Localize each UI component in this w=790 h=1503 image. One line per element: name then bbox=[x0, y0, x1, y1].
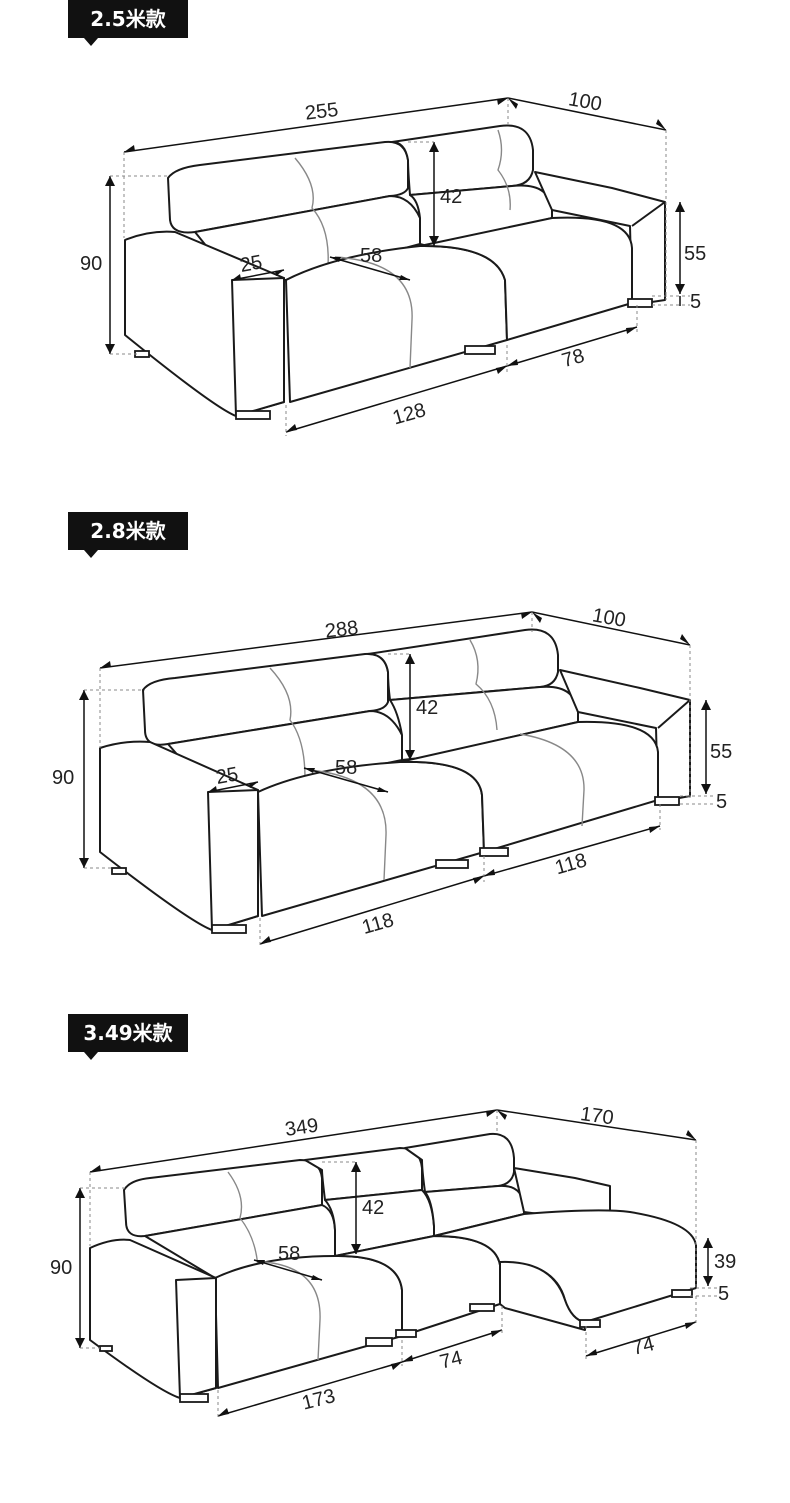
section-title-tag: 2.5米款 bbox=[68, 0, 188, 38]
foot-front-mid-3 bbox=[469, 1303, 495, 1312]
dim-arm: 25 bbox=[214, 763, 240, 789]
section-title-tag: 2.8米款 bbox=[68, 512, 188, 550]
dim-height: 90 bbox=[52, 767, 74, 789]
foot-front-mid-2 bbox=[395, 1329, 417, 1338]
foot-back-left bbox=[99, 1345, 113, 1352]
foot-back-left bbox=[111, 867, 127, 875]
foot-front-left bbox=[179, 1393, 209, 1403]
dim-height: 90 bbox=[50, 1257, 72, 1279]
dim-height: 90 bbox=[80, 253, 102, 275]
dim-cushion-left: 173 bbox=[300, 1385, 338, 1414]
foot-front-mid bbox=[464, 345, 496, 355]
dim-cushion-left: 128 bbox=[390, 399, 428, 429]
dim-depth: 170 bbox=[579, 1103, 615, 1129]
foot-front-mid-2 bbox=[479, 847, 509, 857]
foot-chaise-back bbox=[671, 1289, 693, 1298]
tag-pointer-icon bbox=[84, 550, 98, 558]
back-cushion-left bbox=[167, 140, 409, 234]
dim-cushion-right: 78 bbox=[559, 345, 586, 372]
dim-chaise-width: 74 bbox=[630, 1333, 657, 1360]
tag-pointer-icon bbox=[84, 38, 98, 46]
dim-leg: 5 bbox=[718, 1283, 729, 1305]
dim-back: 42 bbox=[416, 697, 438, 719]
dim-leg: 5 bbox=[690, 291, 701, 313]
tag-pointer-icon bbox=[84, 1052, 98, 1060]
dim-cushion-left: 118 bbox=[360, 909, 397, 939]
foot-front-mid bbox=[365, 1337, 393, 1347]
foot-front-right bbox=[654, 796, 680, 806]
dim-seat-depth: 58 bbox=[360, 245, 382, 267]
dim-length: 255 bbox=[304, 99, 340, 125]
dim-seat-depth: 58 bbox=[278, 1243, 300, 1265]
back-cushion-right bbox=[391, 124, 534, 196]
dim-back: 42 bbox=[440, 186, 462, 208]
seat-cushion-left bbox=[257, 760, 485, 917]
dim-back: 42 bbox=[362, 1197, 384, 1219]
dim-length: 349 bbox=[284, 1115, 320, 1141]
dim-seat-height: 39 bbox=[714, 1251, 736, 1273]
seat-cushion-left bbox=[285, 244, 508, 403]
dim-seat-height: 55 bbox=[710, 741, 732, 763]
foot-front-mid bbox=[435, 859, 469, 869]
dim-cushion-right: 118 bbox=[553, 849, 590, 879]
sofa-diagram-3-49m: 349 170 90 42 39 5 58 173 74 74 bbox=[50, 1103, 736, 1420]
dim-length: 288 bbox=[324, 617, 360, 643]
foot-back-left bbox=[134, 350, 150, 358]
foot-front-left bbox=[211, 924, 247, 934]
section-title-tag: 3.49米款 bbox=[68, 1014, 188, 1052]
dim-seat-height: 55 bbox=[684, 243, 706, 265]
back-cushion-3 bbox=[404, 1132, 515, 1193]
foot-front-left bbox=[235, 410, 271, 420]
dim-depth: 100 bbox=[591, 604, 628, 631]
sofa-diagram-2-8m: 288 100 90 42 55 5 25 58 118 118 bbox=[52, 604, 732, 948]
dim-cushion-mid: 74 bbox=[438, 1347, 465, 1374]
foot-chaise-front bbox=[579, 1319, 601, 1328]
dim-leg: 5 bbox=[716, 791, 727, 813]
sofa-diagram-2-5m: 255 100 90 42 55 5 25 58 128 78 bbox=[80, 88, 706, 436]
dim-seat-depth: 58 bbox=[335, 757, 357, 779]
dim-arm: 25 bbox=[238, 251, 264, 277]
foot-front-right bbox=[627, 298, 653, 308]
